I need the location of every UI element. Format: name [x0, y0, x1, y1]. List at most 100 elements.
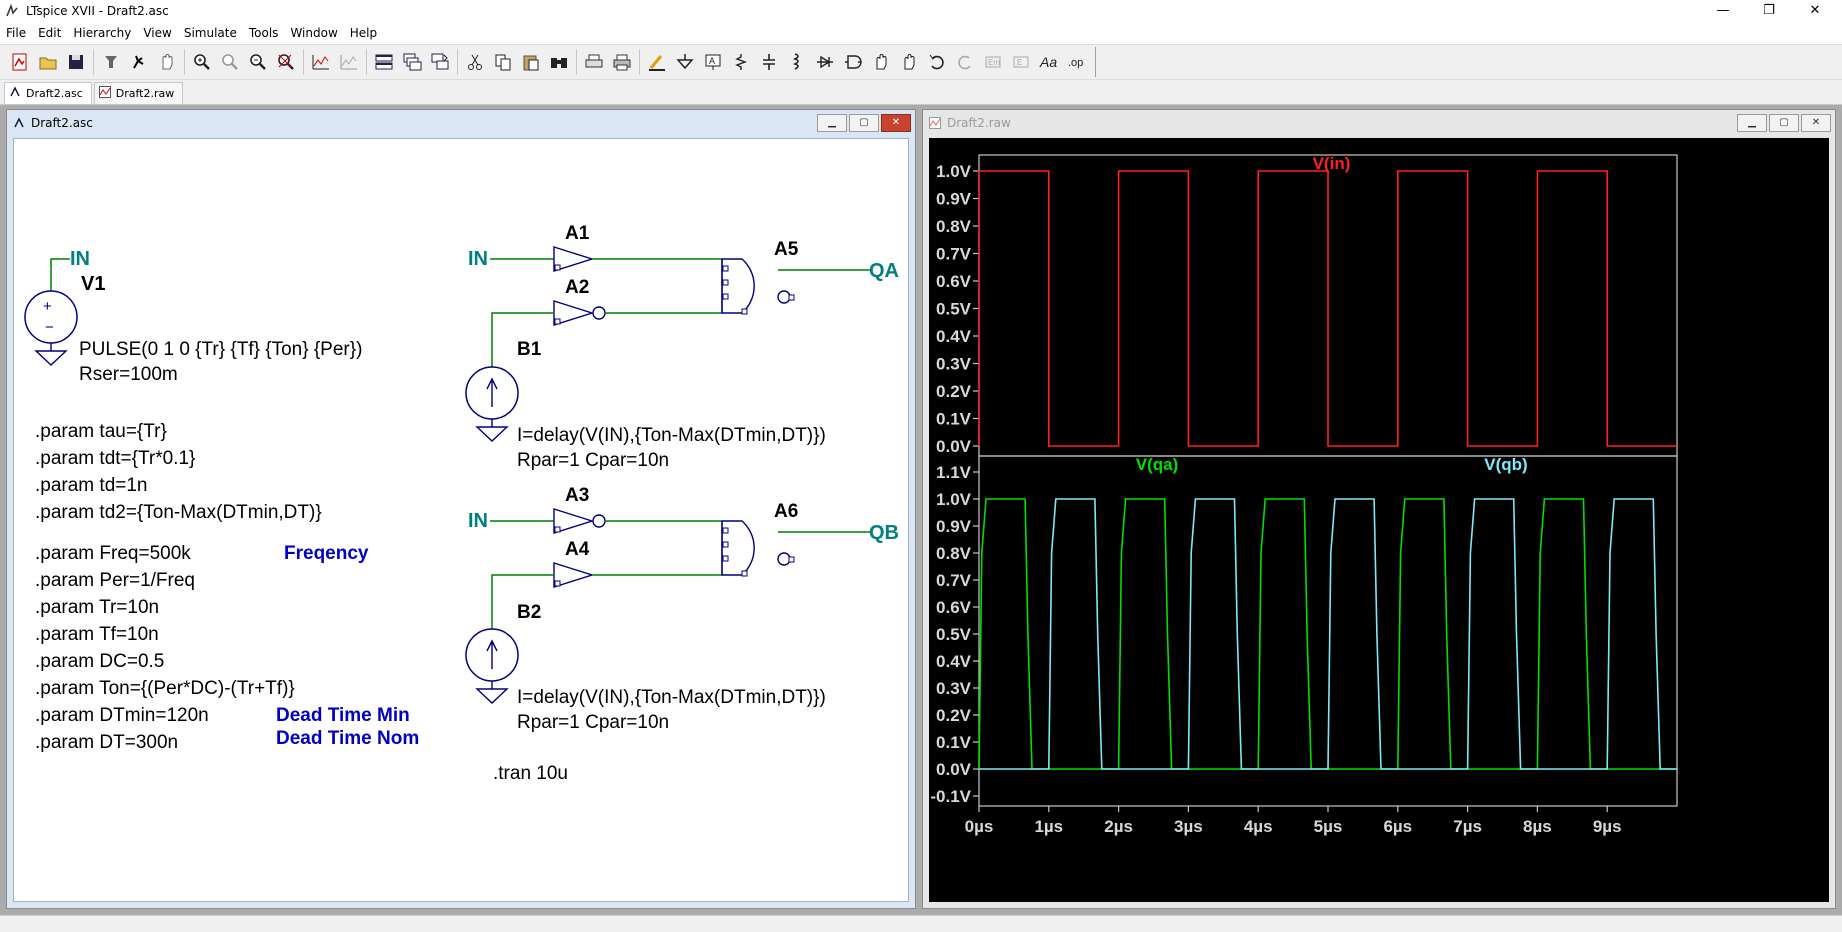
a2-inverter[interactable]	[553, 300, 606, 326]
schematic-window[interactable]: Draft2.asc ▁ ▢ ✕ + − IN	[6, 109, 916, 909]
param-directives-group-1[interactable]: .param tau={Tr} .param tdt={Tr*0.1} .par…	[35, 421, 322, 523]
schematic-window-titlebar[interactable]: Draft2.asc	[7, 110, 915, 136]
a3-inverter[interactable]	[553, 508, 606, 534]
schematic-minimize-button[interactable]: ▁	[817, 114, 847, 132]
open-icon[interactable]	[34, 48, 62, 76]
b2-rpar-cpar[interactable]: Rpar=1 Cpar=10n	[517, 712, 669, 733]
a1-label[interactable]: A1	[565, 223, 590, 244]
capacitor-icon[interactable]	[755, 48, 783, 76]
mirror-icon[interactable]: E	[1007, 48, 1035, 76]
diode-icon[interactable]	[811, 48, 839, 76]
copy-icon[interactable]	[489, 48, 517, 76]
waveform-maximize-button[interactable]: ▢	[1769, 114, 1799, 132]
series-line-v-qb-[interactable]	[979, 498, 1677, 770]
menu-file[interactable]: File	[6, 26, 27, 40]
tab-draft2-asc[interactable]: Draft2.asc	[4, 82, 92, 104]
legend-label[interactable]: V(qa)	[1136, 455, 1179, 474]
inductor-icon[interactable]	[783, 48, 811, 76]
param-directives-group-2[interactable]: .param Freq=500k .param Per=1/Freq .para…	[35, 543, 295, 753]
drag-icon[interactable]	[895, 48, 923, 76]
run-icon[interactable]	[125, 48, 153, 76]
a4-label[interactable]: A4	[565, 539, 590, 560]
zoom-pan-icon[interactable]	[216, 48, 244, 76]
menu-simulate[interactable]: Simulate	[183, 26, 237, 40]
a1-buffer[interactable]	[553, 246, 595, 272]
v1-rser[interactable]: Rser=100m	[79, 364, 178, 385]
series-line-v-in-[interactable]	[978, 170, 1677, 447]
minimize-button[interactable]: —	[1716, 3, 1730, 18]
a2-label[interactable]: A2	[565, 277, 589, 298]
find-icon[interactable]	[545, 48, 573, 76]
a4-buffer[interactable]	[553, 562, 595, 588]
undo-icon[interactable]	[923, 48, 951, 76]
comment-dead-time-min[interactable]: Dead Time Min	[276, 705, 410, 726]
b1-expression[interactable]: I=delay(V(IN),{Ton-Max(DTmin,DT)})	[517, 425, 826, 446]
legend-label[interactable]: V(qb)	[1484, 455, 1527, 474]
text-icon[interactable]: Aa	[1035, 48, 1063, 76]
zoom-fit-icon[interactable]	[272, 48, 300, 76]
new-schematic-icon[interactable]	[6, 48, 34, 76]
b2-label[interactable]: B2	[517, 602, 541, 623]
zoom-out-icon[interactable]	[244, 48, 272, 76]
pane-vin[interactable]: 1.0V0.9V0.8V0.7V0.6V0.5V0.4V0.3V0.2V0.1V…	[936, 154, 1678, 457]
b2-current-source[interactable]	[465, 628, 519, 704]
net-label-qb[interactable]: QB	[869, 522, 899, 544]
wire-icon[interactable]	[643, 48, 671, 76]
menu-window[interactable]: Window	[290, 26, 338, 40]
b2-expression[interactable]: I=delay(V(IN),{Ton-Max(DTmin,DT)})	[517, 687, 826, 708]
a5-label[interactable]: A5	[774, 239, 799, 260]
net-label-qa[interactable]: QA	[869, 260, 899, 282]
halt-icon[interactable]	[153, 48, 181, 76]
a6-label[interactable]: A6	[774, 501, 798, 522]
b1-label[interactable]: B1	[517, 339, 542, 360]
schematic-close-button[interactable]: ✕	[881, 114, 911, 132]
menu-help[interactable]: Help	[349, 26, 378, 40]
b1-current-source[interactable]	[465, 366, 519, 442]
menu-hierarchy[interactable]: Hierarchy	[73, 26, 132, 40]
ground-icon[interactable]	[671, 48, 699, 76]
v1-label[interactable]: V1	[81, 273, 105, 295]
waveform-window-titlebar[interactable]: Draft2.raw	[923, 110, 1835, 136]
tab-draft2-raw[interactable]: Draft2.raw	[93, 82, 184, 104]
tile-horizontal-icon[interactable]	[370, 48, 398, 76]
print-icon[interactable]	[608, 48, 636, 76]
move-icon[interactable]	[867, 48, 895, 76]
b1-rpar-cpar[interactable]: Rpar=1 Cpar=10n	[517, 450, 669, 471]
comment-dead-time-nom[interactable]: Dead Time Nom	[276, 728, 419, 749]
legend-label[interactable]: V(in)	[1313, 154, 1351, 173]
waveform-close-button[interactable]: ✕	[1801, 114, 1831, 132]
paste-icon[interactable]	[517, 48, 545, 76]
a5-nand-gate[interactable]	[721, 258, 795, 315]
rotate-icon[interactable]: Em	[979, 48, 1007, 76]
schematic-canvas[interactable]: + − IN V1 PULSE(0 1 0 {Tr} {Tf} {Ton} {P…	[13, 138, 909, 902]
autorange-icon[interactable]	[307, 48, 335, 76]
menu-edit[interactable]: Edit	[38, 26, 62, 40]
save-icon[interactable]	[62, 48, 90, 76]
spice-directive-icon[interactable]: .op	[1063, 48, 1091, 76]
v1-pulse-value[interactable]: PULSE(0 1 0 {Tr} {Tf} {Ton} {Per})	[79, 339, 362, 360]
waveform-minimize-button[interactable]: ▁	[1737, 114, 1767, 132]
restore-button[interactable]: ❐	[1763, 3, 1775, 18]
redo-icon[interactable]	[951, 48, 979, 76]
a3-label[interactable]: A3	[565, 485, 589, 506]
close-button[interactable]: ✕	[1809, 3, 1821, 18]
tran-directive[interactable]: .tran 10u	[493, 763, 568, 784]
cut-icon[interactable]	[461, 48, 489, 76]
comment-freq[interactable]: Freqency	[284, 543, 369, 564]
label-net-icon[interactable]: A	[699, 48, 727, 76]
zoom-in-icon[interactable]	[188, 48, 216, 76]
menu-tools[interactable]: Tools	[248, 26, 279, 40]
net-label-in-lower[interactable]: IN	[468, 510, 488, 532]
waveform-settings-icon[interactable]	[335, 48, 363, 76]
tile-vertical-icon[interactable]	[426, 48, 454, 76]
component-icon[interactable]	[839, 48, 867, 76]
menu-view[interactable]: View	[143, 26, 172, 40]
schematic-maximize-button[interactable]: ▢	[849, 114, 879, 132]
a6-nand-gate[interactable]	[721, 520, 795, 577]
print-preview-icon[interactable]	[580, 48, 608, 76]
control-panel-icon[interactable]	[97, 48, 125, 76]
v1-source[interactable]: + −	[24, 258, 78, 366]
resistor-icon[interactable]	[727, 48, 755, 76]
